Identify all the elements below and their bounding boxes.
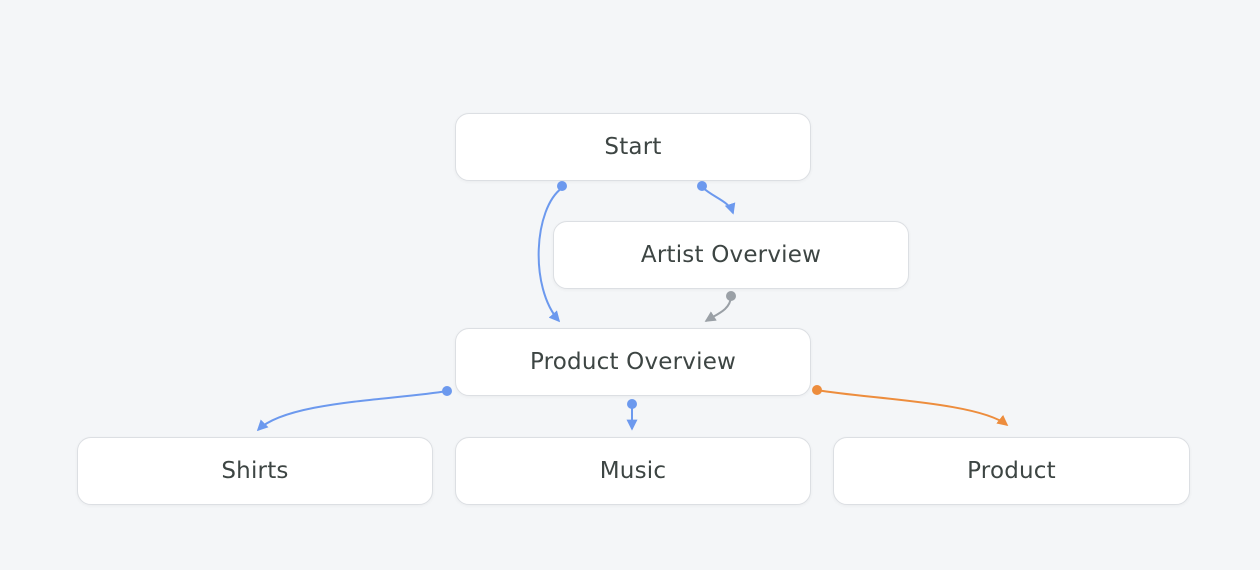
- edge-artist-overview-to-product-overview-source-handle[interactable]: [726, 291, 736, 301]
- edge-product-overview-to-shirts[interactable]: [256, 390, 448, 432]
- node-product[interactable]: Product: [833, 437, 1190, 505]
- node-product-label: Product: [967, 458, 1056, 484]
- edge-product-overview-to-product-source-handle[interactable]: [812, 385, 822, 395]
- node-artist-overview[interactable]: Artist Overview: [553, 221, 909, 289]
- edge-start-to-product-overview[interactable]: [537, 187, 563, 323]
- node-start-label: Start: [604, 134, 662, 160]
- node-product-overview-label: Product Overview: [529, 349, 737, 375]
- edge-product-overview-to-shirts-source-handle[interactable]: [442, 386, 452, 396]
- edge-start-to-artist-overview[interactable]: [701, 186, 736, 215]
- edge-product-overview-to-product[interactable]: [816, 389, 1009, 427]
- edge-start-to-product-overview-source-handle[interactable]: [557, 181, 567, 191]
- node-artist-overview-label: Artist Overview: [640, 242, 822, 268]
- node-shirts[interactable]: Shirts: [77, 437, 433, 505]
- edge-artist-overview-to-product-overview[interactable]: [704, 296, 732, 322]
- node-music[interactable]: Music: [455, 437, 811, 505]
- node-music-label: Music: [599, 458, 667, 484]
- node-start[interactable]: Start: [455, 113, 811, 181]
- edge-product-overview-to-music-source-handle[interactable]: [627, 399, 637, 409]
- edge-start-to-artist-overview-source-handle[interactable]: [697, 181, 707, 191]
- node-shirts-label: Shirts: [221, 458, 289, 484]
- node-product-overview[interactable]: Product Overview: [455, 328, 811, 396]
